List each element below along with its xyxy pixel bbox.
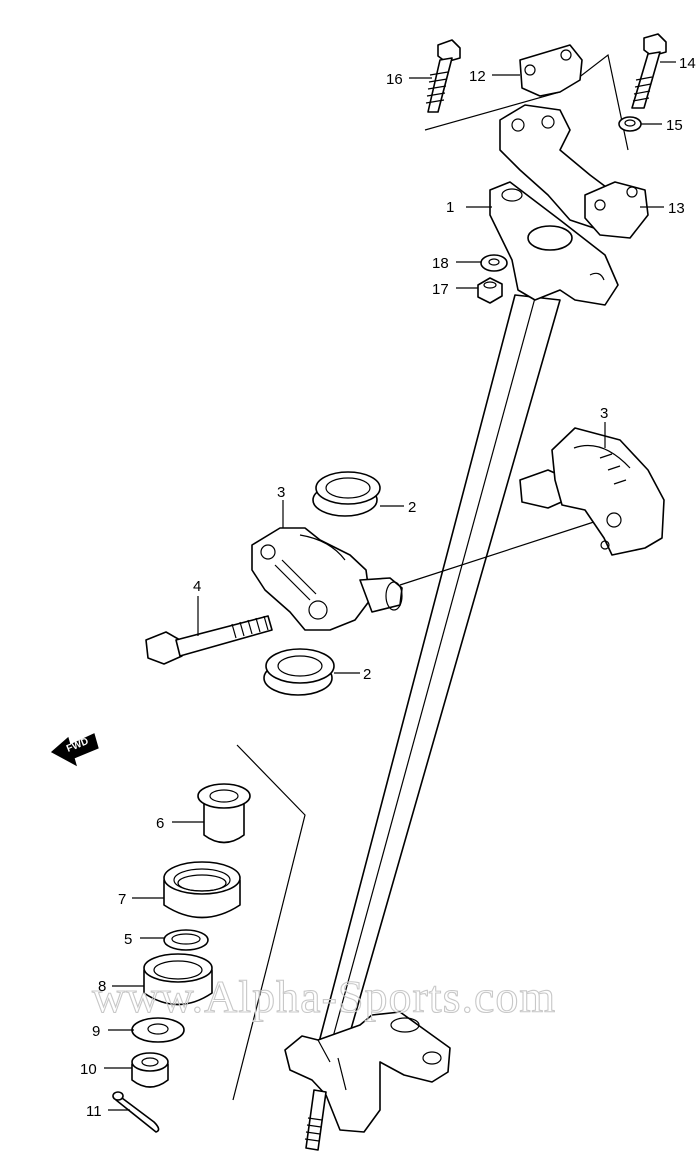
bushing-2-lower [263,648,335,696]
shaft-threaded-end [304,1089,327,1151]
callout-6: 6 [156,815,164,832]
handlebar-holder-lower-right [584,181,649,239]
bolt-16 [425,39,461,113]
leader-lines [104,61,676,1111]
steering-shaft-head [489,181,619,306]
callout-10: 10 [80,1061,97,1078]
callout-16: 16 [386,71,403,88]
callout-13: 13 [668,200,685,217]
callout-9: 9 [92,1023,100,1040]
callout-2-lower: 2 [363,666,371,683]
upper-group-outline [424,53,629,151]
shaft-holder-left [251,527,403,631]
callout-18: 18 [432,255,449,272]
lower-group-outline [232,744,306,1101]
washer-15 [618,116,642,132]
washer-5 [163,929,209,951]
holder-reference-line [399,519,601,586]
handlebar-holder-upper [519,44,583,97]
bolt-4 [145,615,273,665]
fwd-arrow-icon: FWD [50,733,99,767]
callout-15: 15 [666,117,683,134]
shaft-holder-right [519,427,665,556]
callout-14: 14 [679,55,696,72]
bearing-7 [163,861,241,919]
callout-12: 12 [469,68,486,85]
callout-1: 1 [446,199,454,216]
watermark: www.Alpha-Sports.com [92,971,556,1022]
callout-7: 7 [118,891,126,908]
cotter-pin-11 [112,1091,160,1133]
callout-11: 11 [86,1103,102,1120]
bushing-2-upper [312,471,381,517]
bearing-8 [143,953,213,1006]
callout-3-left: 3 [277,484,285,501]
callout-17: 17 [432,281,449,298]
callout-3-right: 3 [600,405,608,422]
shaft-lower-arm [284,1011,451,1133]
bolt-14 [631,33,667,109]
bushing-6 [197,783,251,844]
callout-4: 4 [193,578,201,595]
washer-18 [480,254,508,272]
callout-8: 8 [98,978,106,995]
callout-5: 5 [124,931,132,948]
nut-10 [131,1052,169,1088]
callout-2-upper: 2 [408,499,416,516]
nut-17 [477,277,503,304]
